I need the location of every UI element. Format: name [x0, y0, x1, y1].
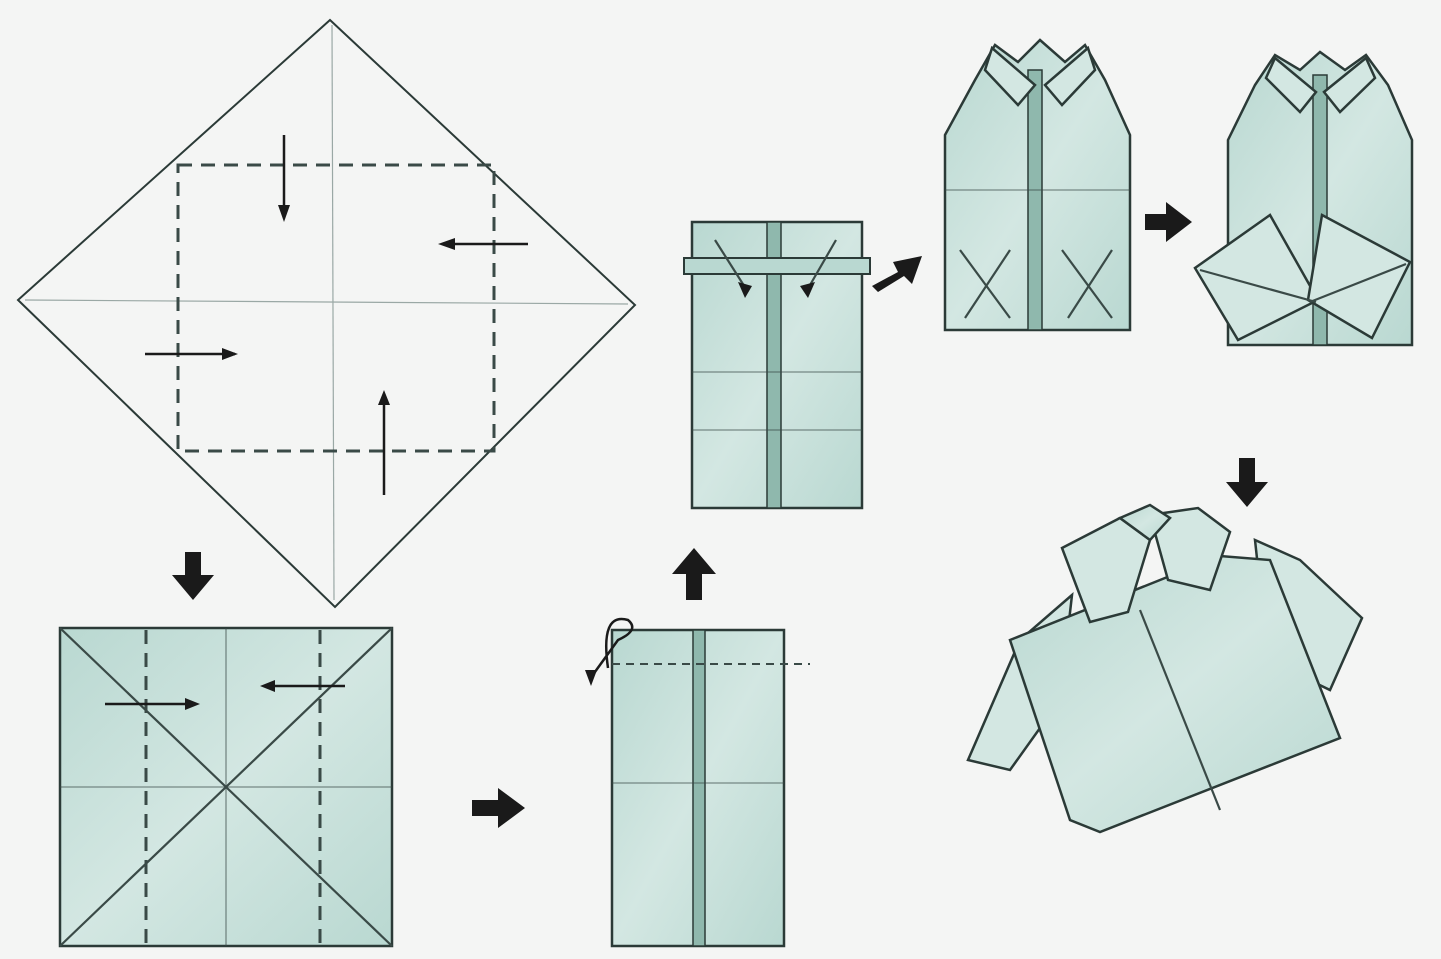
center-strip — [693, 630, 705, 946]
arrow-step2-to-step3 — [472, 788, 525, 828]
fold-arrow-top — [278, 135, 290, 222]
sheet-outline — [18, 20, 635, 607]
center-strip-step5 — [1028, 70, 1042, 330]
top-band — [684, 258, 870, 274]
fold-arrow-left — [145, 348, 238, 360]
step-4-rectangle-collar-folds — [684, 222, 870, 508]
arrow-step6-to-step7 — [1226, 458, 1268, 507]
arrow-step3-to-step4 — [672, 548, 716, 600]
turn-over-arrow-head — [585, 670, 597, 686]
step-2-folded-square — [60, 628, 392, 946]
crease-vertical — [332, 25, 334, 600]
arrow-step1-to-step2 — [172, 552, 214, 600]
step-7-finished-shirt — [968, 505, 1362, 832]
dashed-fold-square — [178, 165, 494, 451]
step-1-diamond-sheet — [18, 20, 635, 607]
arrow-step4-to-step5 — [872, 256, 922, 292]
fold-arrow-bottom — [378, 390, 390, 495]
step-5-shirt-body — [945, 40, 1130, 330]
arrow-step5-to-step6 — [1145, 202, 1192, 242]
crease-horizontal — [25, 300, 628, 304]
step-6-shirt-sleeves-out — [1195, 52, 1412, 345]
step-3-folded-rectangle — [585, 619, 810, 946]
fold-arrow-right — [438, 238, 528, 250]
